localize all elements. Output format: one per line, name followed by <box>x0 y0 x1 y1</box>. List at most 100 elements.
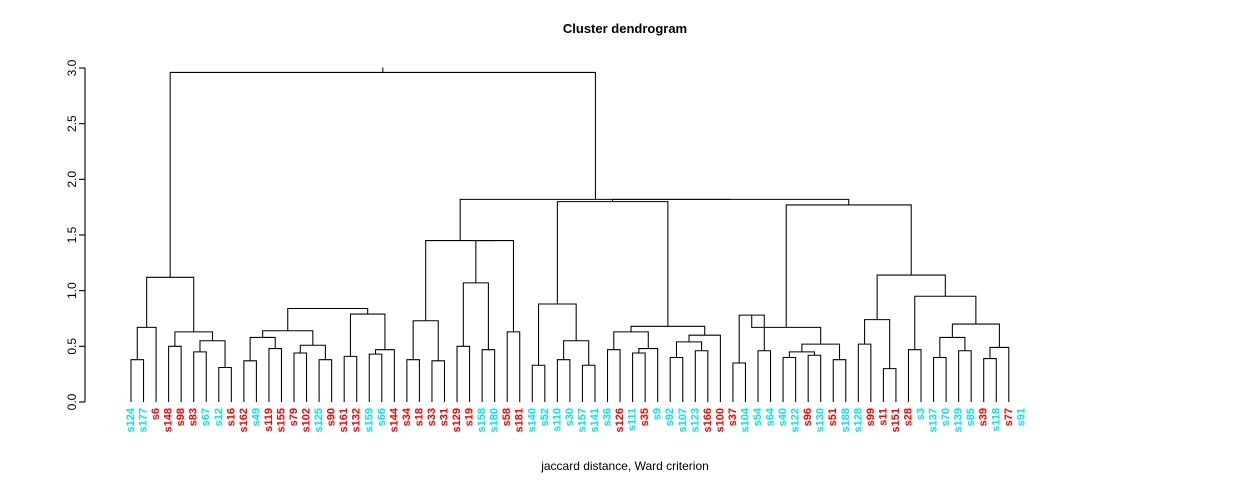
leaf-label: s34 <box>401 407 413 426</box>
leaf-label: s161 <box>338 408 350 432</box>
leaf-label: s139 <box>953 408 965 432</box>
y-axis: 0.00.51.01.52.02.53.0 <box>65 59 86 410</box>
y-axis-tick-label: 2.5 <box>65 115 79 132</box>
y-axis-tick-label: 1.0 <box>65 282 79 299</box>
dendrogram-link <box>146 276 195 332</box>
leaf-label: s96 <box>802 408 814 426</box>
leaf-label: s30 <box>564 408 576 426</box>
leaf-label: s70 <box>940 408 952 426</box>
leaf-label: s159 <box>363 408 375 432</box>
leaf-label: s111 <box>627 408 639 431</box>
leaf-label: s54 <box>752 407 764 426</box>
dendrogram-link <box>694 350 709 402</box>
leaf-label: s79 <box>288 408 300 426</box>
page-title: Cluster dendrogram <box>563 21 687 36</box>
leaf-label: s92 <box>664 408 676 426</box>
dendrogram-link <box>287 307 369 331</box>
leaf-label: s64 <box>765 407 777 426</box>
leaf-label: s52 <box>539 408 551 426</box>
leaf-label: s107 <box>677 408 689 432</box>
leaf-label: s85 <box>965 408 977 426</box>
leaf-label: s126 <box>614 408 626 432</box>
leaf-label: s51 <box>827 408 839 426</box>
leaf-label: s137 <box>928 408 940 432</box>
leaf-label: s151 <box>890 408 902 432</box>
leaf-label: s31 <box>439 408 451 426</box>
leaf-label: s102 <box>301 408 313 432</box>
leaf-label: s124 <box>125 407 137 432</box>
dendrogram-link <box>136 326 157 402</box>
y-axis-tick-label: 2.0 <box>65 171 79 188</box>
leaf-label: s177 <box>138 408 150 432</box>
leaf-label: s130 <box>815 408 827 432</box>
leaf-label: s119 <box>263 408 275 432</box>
dendrogram-link <box>563 340 590 366</box>
dendrogram-link <box>412 320 439 361</box>
leaf-label: s35 <box>639 408 651 426</box>
dendrogram-link <box>249 336 276 361</box>
leaf-label: s77 <box>1003 408 1015 426</box>
dendrogram-link <box>218 366 232 402</box>
leaf-label: s83 <box>188 408 200 426</box>
leaf-label: s49 <box>250 408 262 426</box>
leaf-label: s3 <box>915 408 927 420</box>
dendrogram-link <box>243 360 257 402</box>
dendrogram-links <box>130 67 1010 402</box>
leaf-label: s148 <box>163 408 175 432</box>
dendrogram-link <box>349 313 386 357</box>
leaf-label: s66 <box>376 408 388 426</box>
leaf-label: s19 <box>464 408 476 426</box>
y-axis-tick-label: 0.0 <box>65 393 79 410</box>
leaf-label: s99 <box>865 408 877 426</box>
leaf-label: s158 <box>476 408 488 432</box>
leaf-label: s28 <box>902 408 914 426</box>
leaf-label: s110 <box>551 408 563 432</box>
leaf-label: s100 <box>714 408 726 432</box>
leaf-label: s67 <box>200 408 212 426</box>
dendrogram-link <box>538 303 577 366</box>
dendrogram-link <box>431 360 446 402</box>
dendrogram-link <box>751 315 822 345</box>
dendrogram-link <box>857 343 872 402</box>
leaf-label: s91 <box>1015 408 1027 426</box>
y-axis-tick-label: 1.5 <box>65 226 79 243</box>
leaf-label: s181 <box>514 408 526 432</box>
leaf-label: s6 <box>150 408 162 420</box>
leaf-label: s90 <box>326 408 338 426</box>
dendrogram-link <box>199 340 226 368</box>
dendrogram-link <box>958 350 972 402</box>
leaf-label: s39 <box>978 408 990 426</box>
leaf-label: s118 <box>990 408 1002 432</box>
dendrogram-link <box>939 336 966 358</box>
dendrogram-link <box>951 323 1000 348</box>
leaf-label: s9 <box>652 408 664 420</box>
leaf-label: s128 <box>852 408 864 432</box>
leaf-label: s166 <box>702 408 714 432</box>
leaf-label: s129 <box>451 408 463 432</box>
leaf-label: s11 <box>877 408 889 426</box>
leaf-label: s98 <box>175 408 187 426</box>
dendrogram-link <box>669 356 684 402</box>
leaf-label: s18 <box>413 408 425 426</box>
y-axis-tick-label: 3.0 <box>65 59 79 76</box>
dendrogram-link <box>262 330 314 346</box>
dendrogram-link <box>933 356 947 402</box>
dendrogram-link <box>459 198 731 241</box>
leaf-label: s180 <box>489 408 501 432</box>
x-axis-label: jaccard distance, Ward criterion <box>540 459 709 473</box>
leaf-label: s122 <box>790 408 802 432</box>
leaf-label: s125 <box>313 408 325 432</box>
leaf-label: s37 <box>727 408 739 426</box>
leaf-label: s40 <box>777 408 789 426</box>
leaf-label: s132 <box>351 408 363 432</box>
dendrogram-link <box>425 240 495 321</box>
leaf-label: s155 <box>275 408 287 432</box>
dendrogram-link <box>368 353 383 402</box>
leaf-label: s16 <box>225 408 237 426</box>
leaf-label: s141 <box>589 408 601 432</box>
leaf-label: s58 <box>501 408 513 426</box>
leaf-label: s140 <box>526 408 538 432</box>
